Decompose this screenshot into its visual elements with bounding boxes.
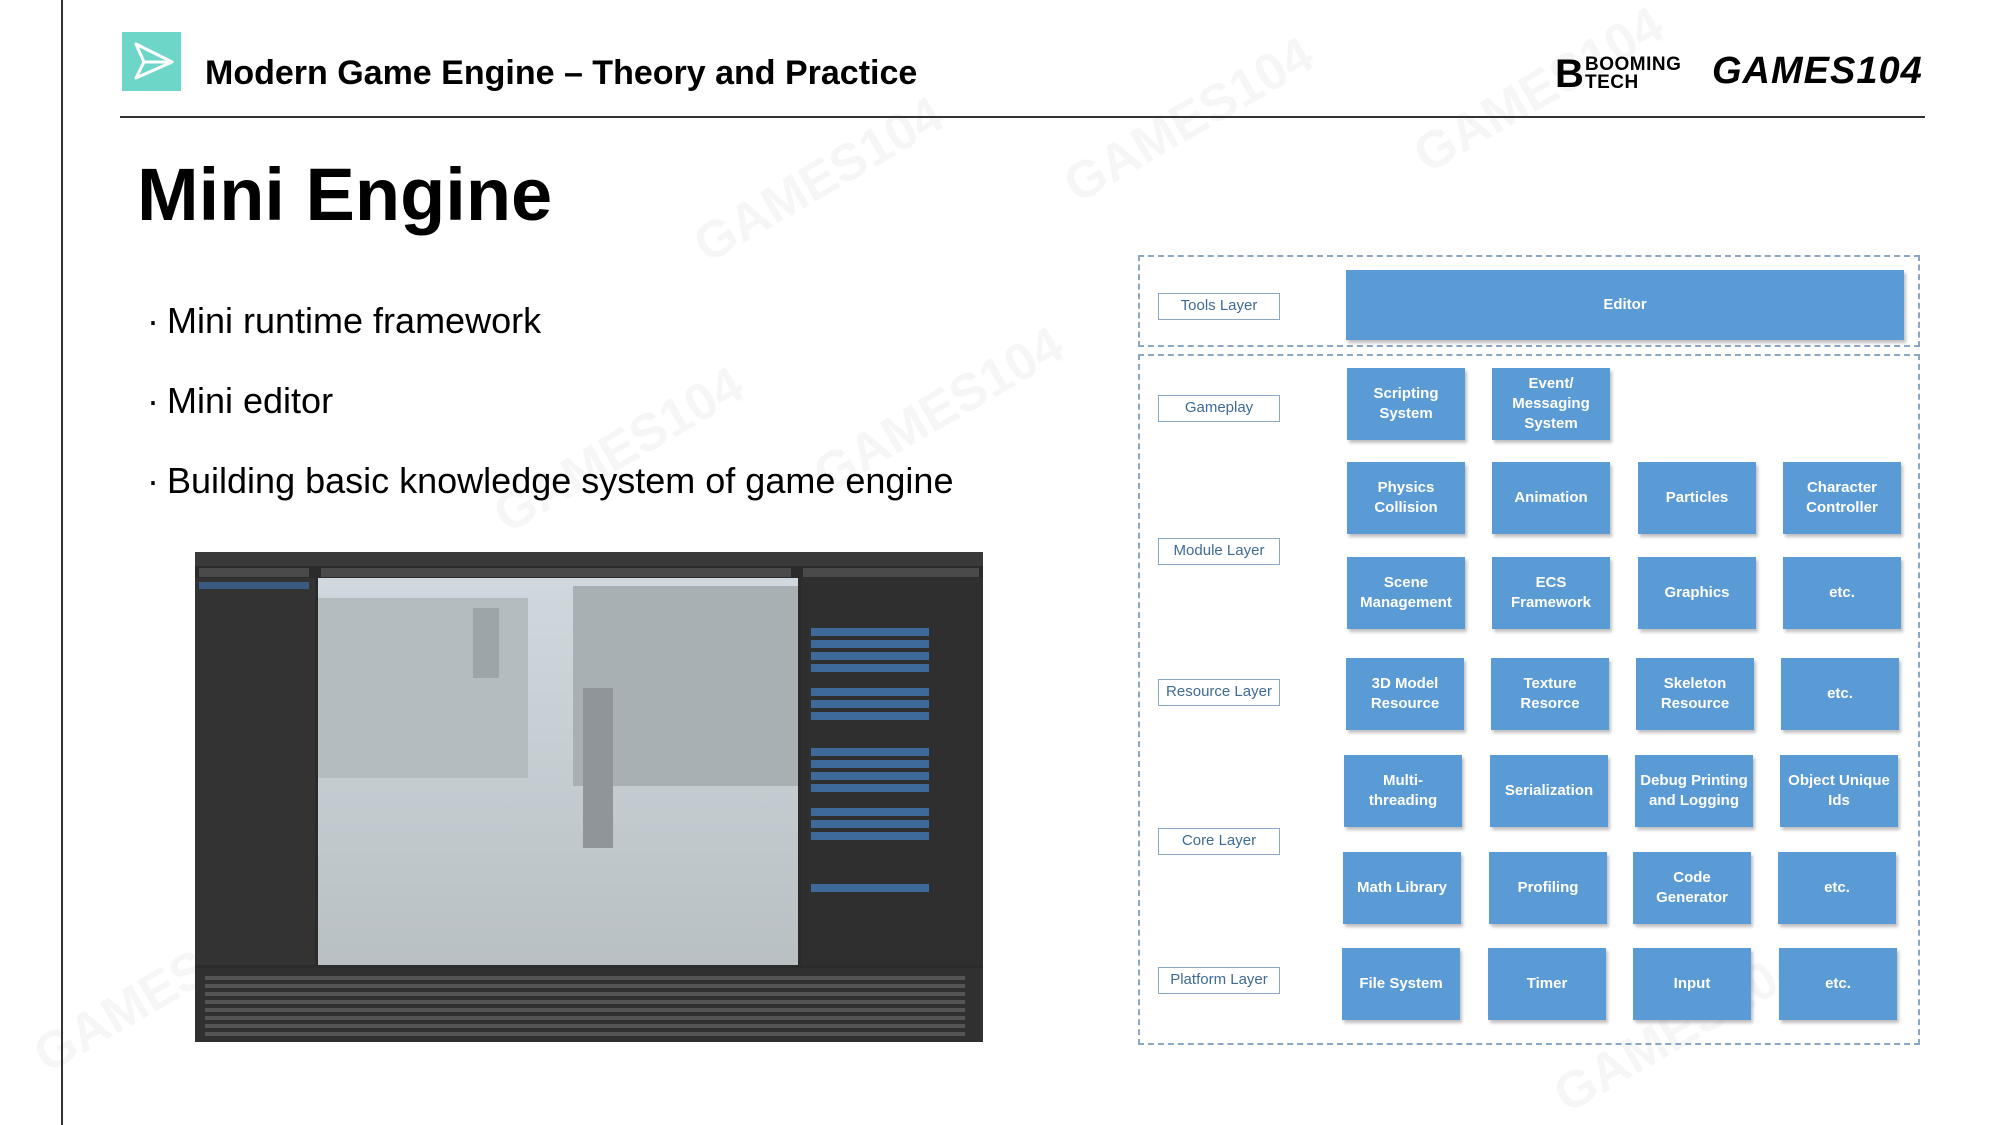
code-generator-module: Code Generator [1633, 852, 1751, 924]
booming-tech-logo-text: BOOMING TECH [1585, 54, 1682, 93]
character-controller-module: Character Controller [1783, 462, 1901, 534]
bullet-list: ·Mini runtime framework ·Mini editor ·Bu… [147, 296, 953, 536]
bullet-marker: · [147, 380, 159, 421]
math-library-module: Math Library [1343, 852, 1461, 924]
resource-layer-label: Resource Layer [1158, 679, 1280, 706]
property-field [811, 628, 929, 636]
ecs-framework-module: ECS Framework [1492, 557, 1610, 629]
property-field [811, 640, 929, 648]
bullet-marker: · [147, 300, 159, 341]
header-divider [120, 116, 1925, 118]
scene-management-module: Scene Management [1347, 557, 1465, 629]
editor-panel-tab [199, 568, 309, 577]
file-row [205, 1008, 965, 1012]
property-field [811, 712, 929, 720]
property-field [811, 748, 929, 756]
tools-layer-box [1138, 255, 1920, 347]
core-layer-etc: etc. [1778, 852, 1896, 924]
bullet-item: ·Mini runtime framework [147, 296, 953, 376]
property-field [811, 820, 929, 828]
mini-editor-screenshot [195, 552, 983, 1042]
editor-properties-panel [801, 578, 983, 965]
file-row [205, 1016, 965, 1020]
module-layer-etc: etc. [1783, 557, 1901, 629]
bullet-item: ·Building basic knowledge system of game… [147, 456, 953, 536]
scripting-system-module: Scripting System [1347, 368, 1465, 440]
property-field [811, 664, 929, 672]
resource-layer-etc: etc. [1781, 658, 1899, 730]
property-field [811, 808, 929, 816]
editor-panel-tab [321, 568, 791, 577]
file-row [205, 1000, 965, 1004]
course-title: Modern Game Engine – Theory and Practice [205, 54, 918, 92]
property-field [811, 652, 929, 660]
debug-printing-logging-module: Debug Printing and Logging [1635, 755, 1753, 827]
file-row [205, 992, 965, 996]
gameplay-layer-label: Gameplay [1158, 395, 1280, 422]
animation-module: Animation [1492, 462, 1610, 534]
tools-layer-label: Tools Layer [1158, 293, 1280, 320]
engine-layer-diagram: Tools Layer Gameplay Module Layer Resour… [1138, 255, 1920, 1045]
multithreading-module: Multi- threading [1344, 755, 1462, 827]
bullet-marker: · [147, 460, 159, 501]
bullet-text: Mini editor [167, 380, 334, 421]
editor-scene-viewport [318, 578, 798, 965]
booming-b-icon: B [1555, 52, 1584, 96]
page-title: Mini Engine [137, 153, 553, 236]
file-row [205, 984, 965, 988]
property-field [811, 688, 929, 696]
runtime-layers-box [1138, 354, 1920, 1045]
booming-tech-logo: B BOOMING TECH [1555, 54, 1690, 96]
editor-module: Editor [1346, 270, 1904, 340]
file-row [205, 1024, 965, 1028]
editor-panel-tab [803, 568, 979, 577]
module-layer-label: Module Layer [1158, 538, 1280, 565]
games104-watermark: GAMES104 [1054, 25, 1324, 216]
bullet-text: Building basic knowledge system of game … [167, 460, 954, 501]
physics-collision-module: Physics Collision [1347, 462, 1465, 534]
property-field [811, 884, 929, 892]
file-row [205, 976, 965, 980]
particles-module: Particles [1638, 462, 1756, 534]
serialization-module: Serialization [1490, 755, 1608, 827]
skeleton-resource-module: Skeleton Resource [1636, 658, 1754, 730]
core-layer-label: Core Layer [1158, 828, 1280, 855]
graphics-module: Graphics [1638, 557, 1756, 629]
games104-watermark: GAMES104 [684, 85, 954, 276]
object-unique-ids-module: Object Unique Ids [1780, 755, 1898, 827]
property-field [811, 784, 929, 792]
paper-plane-logo-icon [122, 32, 181, 91]
texture-resource-module: Texture Resorce [1491, 658, 1609, 730]
platform-layer-label: Platform Layer [1158, 967, 1280, 994]
platform-layer-etc: etc. [1779, 948, 1897, 1020]
bullet-text: Mini runtime framework [167, 300, 542, 341]
file-system-module: File System [1342, 948, 1460, 1020]
property-field [811, 772, 929, 780]
property-field [811, 760, 929, 768]
scene-pillar [583, 688, 613, 848]
editor-menu-bar [195, 552, 983, 566]
event-messaging-system-module: Event/ Messaging System [1492, 368, 1610, 440]
input-module: Input [1633, 948, 1751, 1020]
left-border-line [61, 0, 63, 1125]
3d-model-resource-module: 3D Model Resource [1346, 658, 1464, 730]
editor-hierarchy-panel [195, 578, 315, 965]
editor-file-browser-panel [195, 968, 983, 1042]
games104-logo: GAMES104 [1712, 50, 1923, 92]
property-field [811, 832, 929, 840]
timer-module: Timer [1488, 948, 1606, 1020]
scene-tower [473, 608, 499, 678]
profiling-module: Profiling [1489, 852, 1607, 924]
file-row [205, 1032, 965, 1036]
bullet-item: ·Mini editor [147, 376, 953, 456]
property-field [811, 700, 929, 708]
hierarchy-selected-row [199, 582, 309, 589]
